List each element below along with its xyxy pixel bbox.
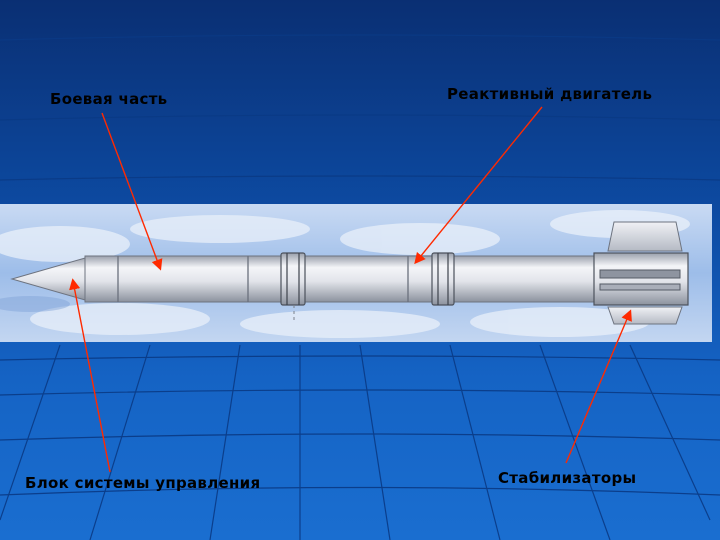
control-unit-label: Блок системы управления bbox=[25, 474, 261, 492]
stabilizers-label: Стабилизаторы bbox=[498, 469, 637, 487]
engine-label: Реактивный двигатель bbox=[447, 85, 653, 103]
warhead-label: Боевая часть bbox=[50, 90, 168, 108]
missile-photo bbox=[0, 204, 712, 342]
